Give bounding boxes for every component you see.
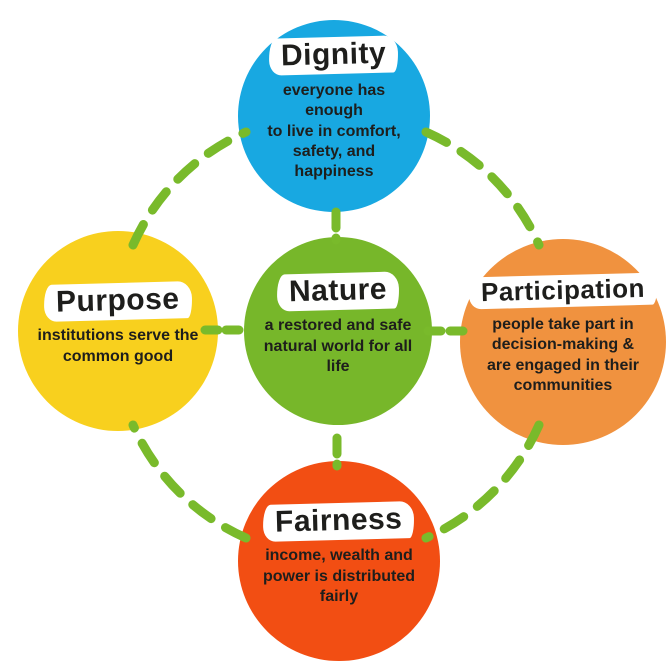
connector-arc-bottom-left (128, 420, 251, 543)
title-highlight: Participation (468, 272, 658, 311)
node-title: Dignity (280, 36, 387, 73)
node-subtitle: institutions serve the common good (37, 327, 199, 365)
title-highlight: Fairness (262, 500, 416, 542)
node-content: Nature a restored and safe natural world… (250, 270, 426, 378)
connector-arc-bottom-right (421, 420, 544, 543)
node-subtitle: everyone has enough to live in comfort, … (267, 81, 401, 181)
node-subtitle: people take part in decision-making & ar… (486, 315, 640, 395)
node-participation: Participation people take part in decisi… (460, 239, 666, 445)
title-highlight: Nature (276, 270, 400, 311)
node-purpose: Purpose institutions serve the common go… (18, 231, 218, 431)
node-subtitle: income, wealth and power is distributed … (262, 547, 415, 605)
node-fairness: Fairness income, wealth and power is dis… (238, 461, 440, 661)
node-title: Fairness (274, 501, 404, 539)
node-dignity: Dignity everyone has enough to live in c… (238, 20, 430, 212)
node-content: Participation people take part in decisi… (468, 272, 658, 396)
node-nature: Nature a restored and safe natural world… (244, 237, 432, 425)
node-content: Purpose institutions serve the common go… (24, 280, 213, 367)
node-title: Purpose (55, 282, 181, 319)
title-highlight: Dignity (268, 35, 400, 76)
node-subtitle: a restored and safe natural world for al… (263, 317, 413, 375)
node-title: Nature (288, 272, 388, 308)
title-highlight: Purpose (43, 280, 193, 322)
node-content: Dignity everyone has enough to live in c… (238, 35, 430, 183)
node-title: Participation (480, 273, 646, 308)
connector-arc-top-left (128, 127, 251, 250)
node-content: Fairness income, wealth and power is dis… (249, 500, 429, 608)
connector-arc-top-right (421, 127, 544, 250)
